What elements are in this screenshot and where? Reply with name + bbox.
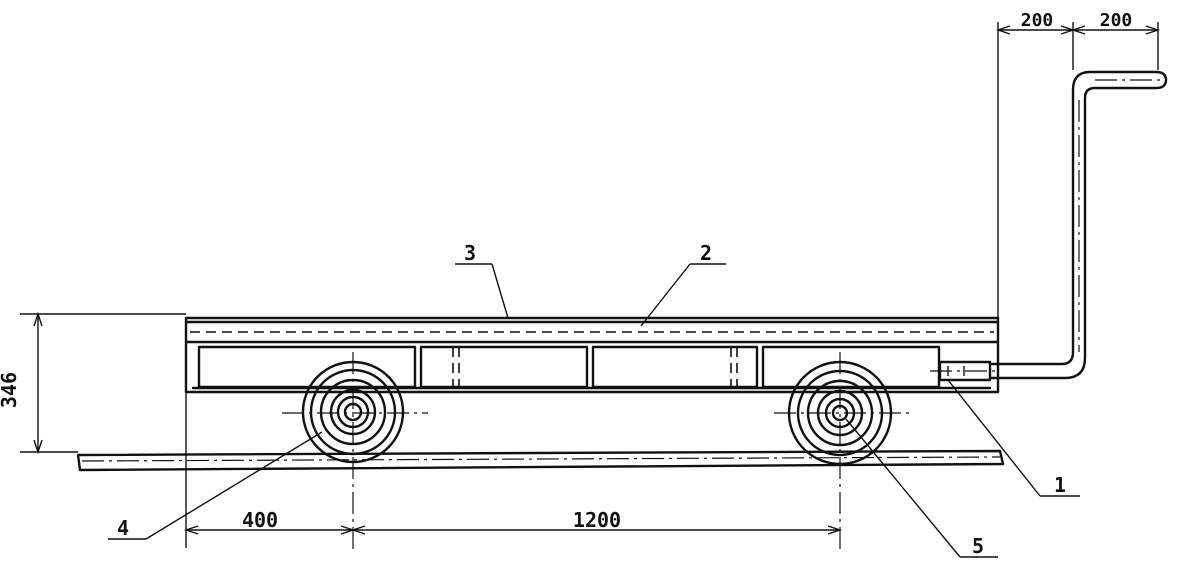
dimension-wheelbase-label: 1200 [573, 508, 621, 532]
dimension-handle-offset-1-label: 200 [1021, 10, 1054, 31]
callout-3: 3 [464, 241, 476, 265]
leader-lines [108, 263, 1080, 558]
dimension-handle-offset-2-label: 200 [1100, 10, 1133, 31]
dimension-height-label: 346 [0, 372, 21, 408]
callout-2: 2 [700, 241, 712, 265]
wheel-front [282, 352, 428, 552]
handle-hitch [930, 360, 1000, 382]
callout-4: 4 [117, 516, 129, 540]
frame-panels [197, 345, 941, 389]
callout-5: 5 [972, 534, 984, 558]
dimension-front-overhang-label: 400 [242, 508, 278, 532]
wheel-rear [774, 352, 912, 552]
extension-lines [20, 22, 1159, 548]
callout-1: 1 [1054, 473, 1066, 497]
dimension-lines [33, 25, 1161, 535]
tow-handle [988, 70, 1168, 380]
ground-rail [76, 449, 1005, 472]
